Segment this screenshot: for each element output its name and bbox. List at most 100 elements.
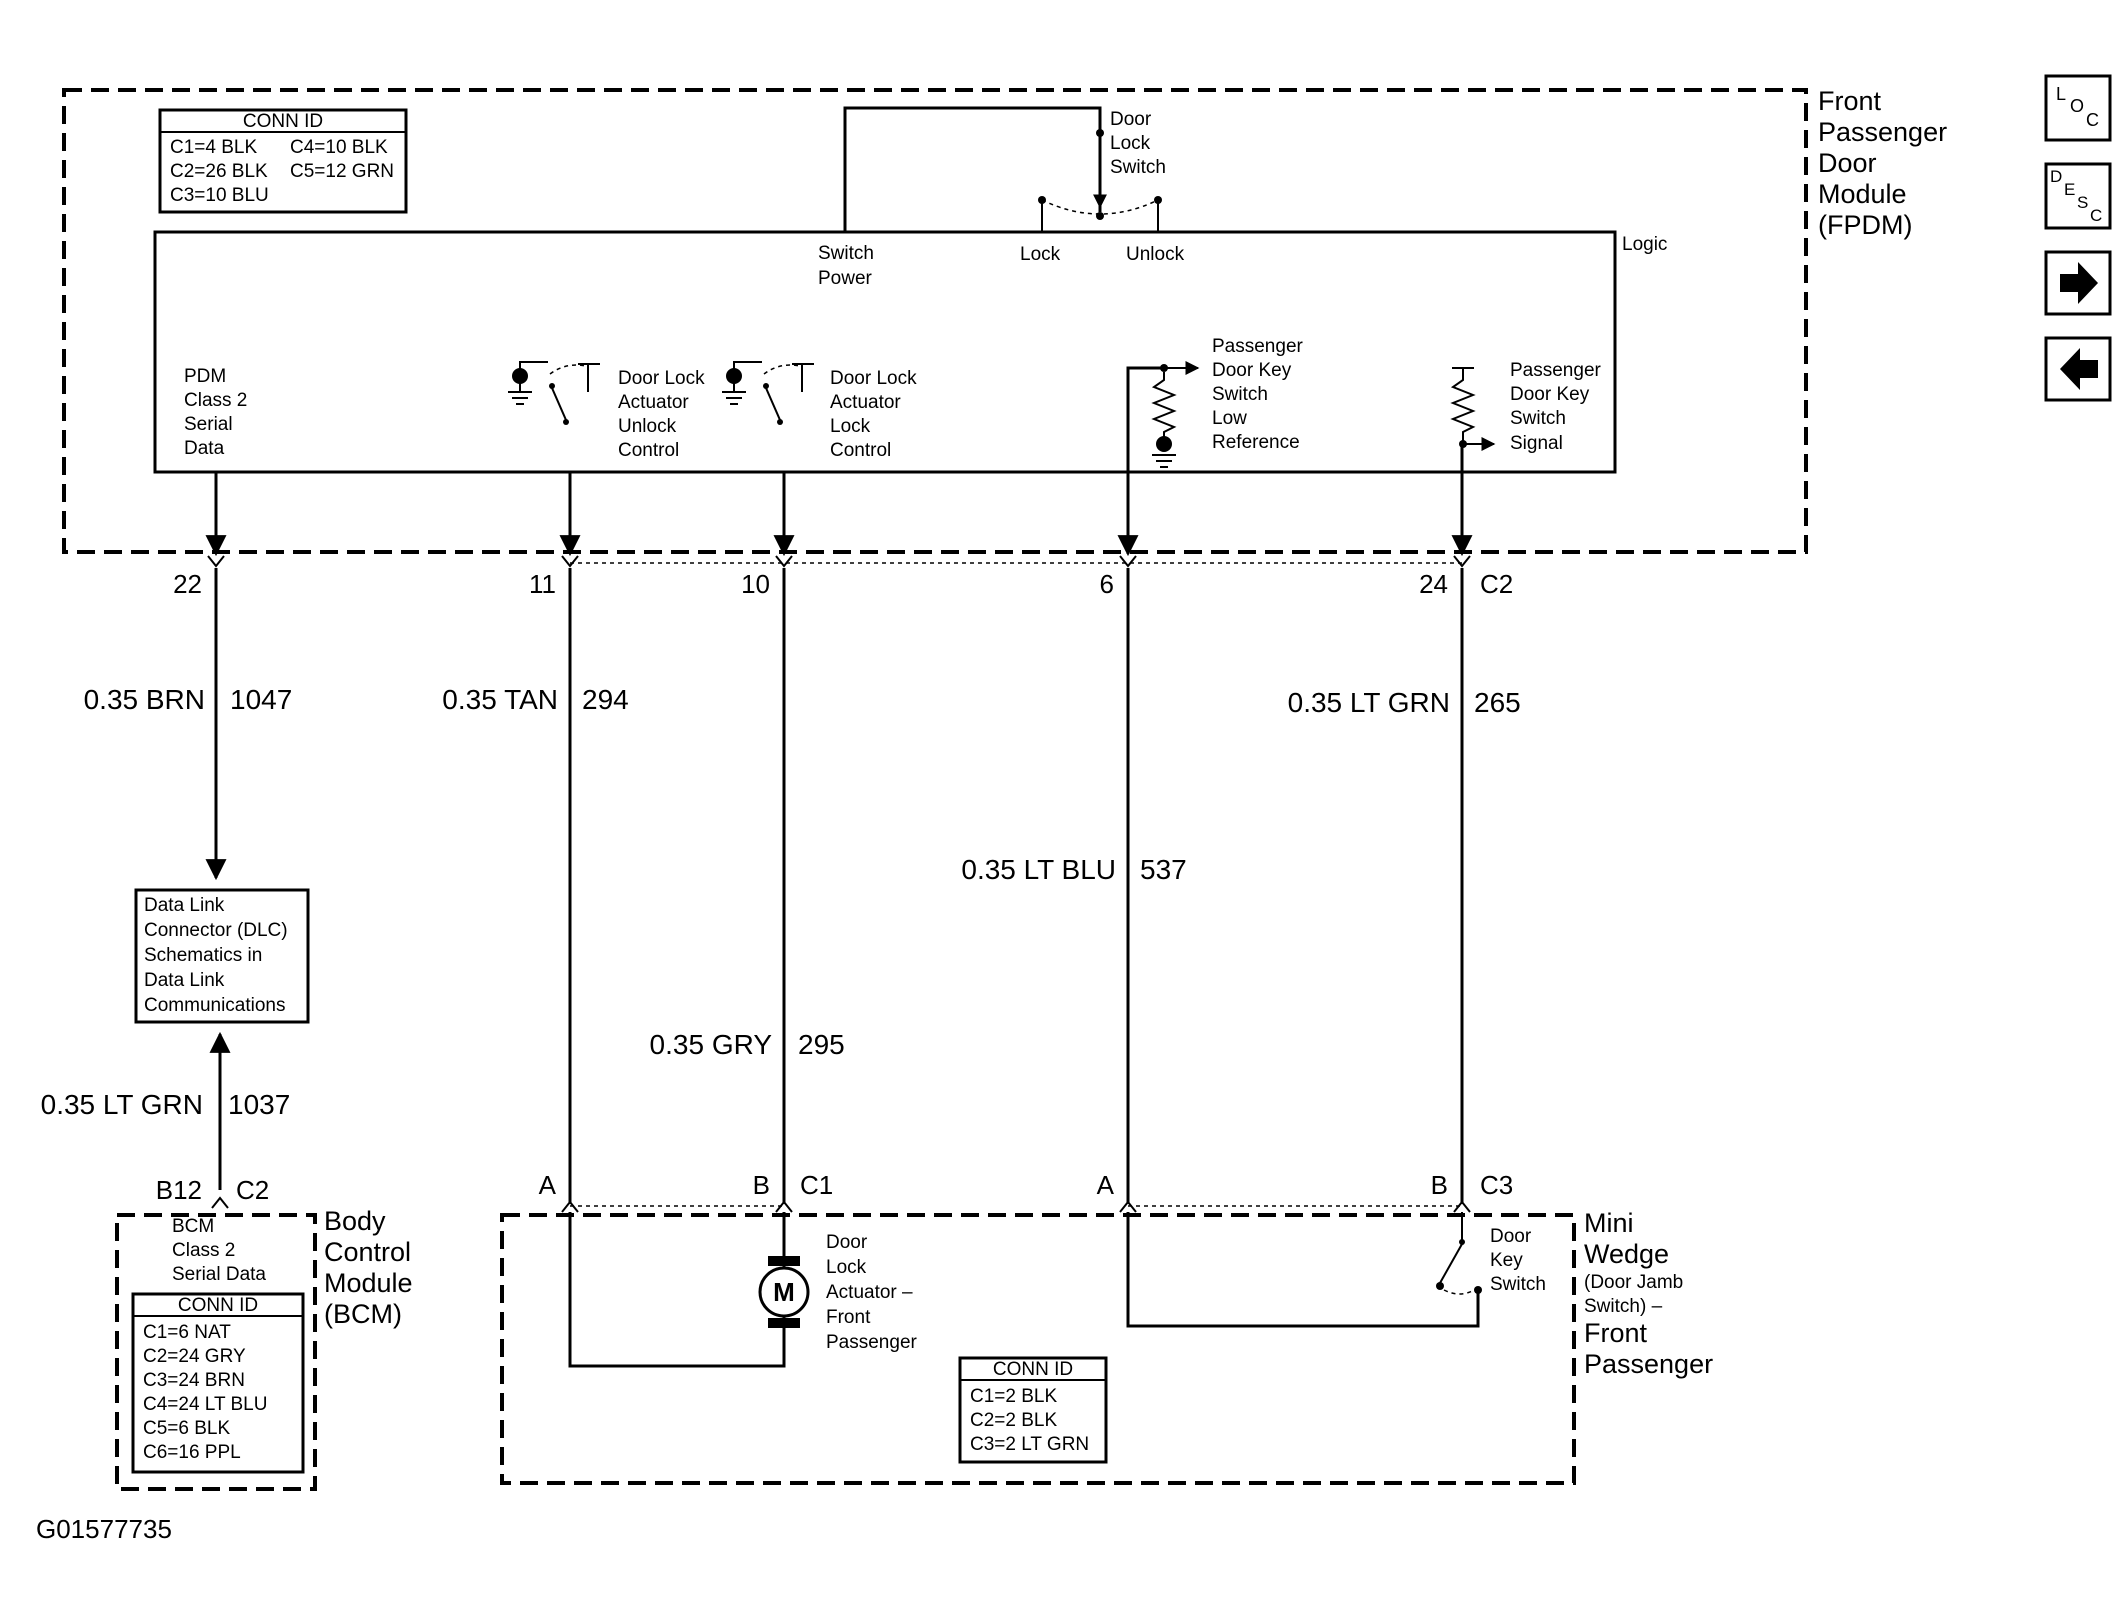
svg-text:Lock: Lock [1020, 244, 1061, 265]
wire-1047: 0.35 BRN 1047 [84, 472, 292, 881]
wire-294: 0.35 TAN 294 [442, 472, 629, 1204]
c3-label: C3 [1480, 1170, 1513, 1200]
svg-text:Reference: Reference [1212, 432, 1300, 453]
svg-text:Power: Power [818, 268, 873, 289]
svg-text:Switch) –: Switch) – [1584, 1296, 1663, 1317]
svg-text:C5=6 BLK: C5=6 BLK [143, 1418, 230, 1439]
desc-button[interactable]: D E S C [2044, 162, 2112, 230]
svg-text:Switch: Switch [1490, 1274, 1546, 1295]
wire-1037: 0.35 LT GRN 1037 [41, 1031, 290, 1190]
arrow-left-icon [2060, 348, 2098, 390]
door-components-boundary [500, 1213, 1576, 1485]
svg-text:295: 295 [798, 1029, 845, 1060]
svg-text:Body: Body [324, 1206, 386, 1236]
fpdm-conn-id-table: CONN ID C1=4 BLK C4=10 BLK C2=26 BLK C5=… [158, 108, 408, 214]
svg-text:Switch: Switch [1212, 384, 1268, 405]
svg-text:Actuator –: Actuator – [826, 1282, 913, 1303]
svg-text:Door: Door [1818, 148, 1877, 178]
svg-text:Data Link: Data Link [144, 895, 225, 916]
svg-text:(Door Jamb: (Door Jamb [1584, 1272, 1683, 1293]
svg-text:265: 265 [1474, 687, 1521, 718]
svg-text:Control: Control [618, 440, 679, 461]
key-switch-low-reference: Passenger Door Key Switch Low Reference [1151, 336, 1304, 468]
pin-6: 6 [1100, 569, 1114, 599]
svg-text:Door Lock: Door Lock [830, 368, 917, 389]
pin-c3-a: A [1097, 1170, 1115, 1200]
svg-text:C2=24 GRY: C2=24 GRY [143, 1346, 246, 1367]
pin-c1-b: B [753, 1170, 770, 1200]
svg-text:C2=26 BLK: C2=26 BLK [170, 161, 268, 182]
pdm-class2-serial-data: PDM Class 2 Serial Data [184, 366, 247, 459]
svg-text:L: L [2056, 84, 2066, 104]
svg-text:C3=2 LT GRN: C3=2 LT GRN [970, 1434, 1089, 1455]
door-key-switch: Door Key Switch [1126, 1212, 1546, 1328]
svg-text:Serial: Serial [184, 414, 233, 435]
svg-text:Lock: Lock [826, 1257, 867, 1278]
door-lock-actuator: M Door Lock Actuator – Front Passenger [568, 1212, 918, 1368]
mini-wedge-title: Mini Wedge (Door Jamb Switch) – Front Pa… [1584, 1208, 1713, 1379]
fpdm-title: Front Passenger Door Module (FPDM) [1818, 86, 1947, 240]
door-lock-switch: Door Lock Switch Switch Power Lock Unloc… [818, 106, 1185, 289]
svg-text:Mini: Mini [1584, 1208, 1634, 1238]
next-button[interactable] [2044, 250, 2112, 316]
key-switch-signal: Passenger Door Key Switch Signal [1450, 360, 1602, 454]
svg-text:Module: Module [324, 1268, 413, 1298]
svg-text:S: S [2077, 193, 2088, 212]
svg-text:CONN ID: CONN ID [178, 1295, 258, 1316]
svg-text:0.35 LT BLU: 0.35 LT BLU [961, 854, 1116, 885]
svg-text:537: 537 [1140, 854, 1187, 885]
svg-text:Actuator: Actuator [618, 392, 689, 413]
svg-text:Door: Door [1110, 109, 1152, 130]
svg-text:Door Lock: Door Lock [618, 368, 705, 389]
bcm-conn-id-table: CONN ID C1=6 NAT C2=24 GRY C3=24 BRN C4=… [131, 1292, 305, 1474]
wire-295: 0.35 GRY 295 [650, 472, 845, 1204]
svg-text:Data: Data [184, 438, 225, 459]
pin-b12: B12 [156, 1175, 202, 1205]
svg-text:Passenger: Passenger [1510, 360, 1602, 381]
bcm-module: B12 C2 Body Control Module (BCM) BCM Cla… [115, 1175, 413, 1491]
svg-text:Lock: Lock [1110, 133, 1151, 154]
svg-text:294: 294 [582, 684, 629, 715]
svg-text:C: C [2090, 206, 2102, 225]
svg-text:Door Key: Door Key [1510, 384, 1590, 405]
svg-text:BCM: BCM [172, 1216, 214, 1237]
svg-text:Serial Data: Serial Data [172, 1264, 266, 1285]
svg-text:Control: Control [830, 440, 891, 461]
wire-537: 0.35 LT BLU 537 [961, 366, 1187, 1204]
svg-text:C2=2 BLK: C2=2 BLK [970, 1410, 1057, 1431]
svg-text:Control: Control [324, 1237, 411, 1267]
svg-text:Key: Key [1490, 1250, 1523, 1271]
svg-text:Class 2: Class 2 [172, 1240, 235, 1261]
svg-text:Passenger: Passenger [1212, 336, 1304, 357]
svg-text:Front: Front [1818, 86, 1882, 116]
loc-button[interactable]: L O C [2044, 74, 2112, 142]
svg-text:Actuator: Actuator [830, 392, 901, 413]
bcm-c2-label: C2 [236, 1175, 269, 1205]
bottom-connectors: A B C1 A B C3 [539, 1170, 1513, 1213]
fpdm-boundary [62, 88, 1808, 554]
dlc-box: Data Link Connector (DLC) Schematics in … [134, 888, 310, 1024]
svg-text:C5=12 GRN: C5=12 GRN [290, 161, 394, 182]
svg-text:(FPDM): (FPDM) [1818, 210, 1912, 240]
svg-text:0.35 GRY: 0.35 GRY [650, 1029, 773, 1060]
svg-text:Switch: Switch [818, 243, 874, 264]
unlock-control-relay: Door Lock Actuator Unlock Control [508, 361, 705, 461]
pin-24: 24 [1419, 569, 1448, 599]
svg-text:1047: 1047 [230, 684, 292, 715]
svg-text:M: M [773, 1277, 795, 1307]
svg-text:Class 2: Class 2 [184, 390, 247, 411]
c1-label: C1 [800, 1170, 833, 1200]
svg-text:Unlock: Unlock [618, 416, 677, 437]
svg-text:Front: Front [826, 1307, 871, 1328]
svg-text:0.35 BRN: 0.35 BRN [84, 684, 205, 715]
prev-button[interactable] [2044, 336, 2112, 402]
svg-text:C6=16 PPL: C6=16 PPL [143, 1442, 241, 1463]
pin-10: 10 [741, 569, 770, 599]
svg-text:Switch: Switch [1110, 157, 1166, 178]
lock-control-relay: Door Lock Actuator Lock Control [722, 361, 917, 461]
figure-id: G01577735 [36, 1514, 172, 1544]
svg-text:C1=2 BLK: C1=2 BLK [970, 1386, 1057, 1407]
svg-text:Module: Module [1818, 179, 1907, 209]
svg-text:Door: Door [1490, 1226, 1532, 1247]
svg-text:CONN ID: CONN ID [993, 1359, 1073, 1380]
